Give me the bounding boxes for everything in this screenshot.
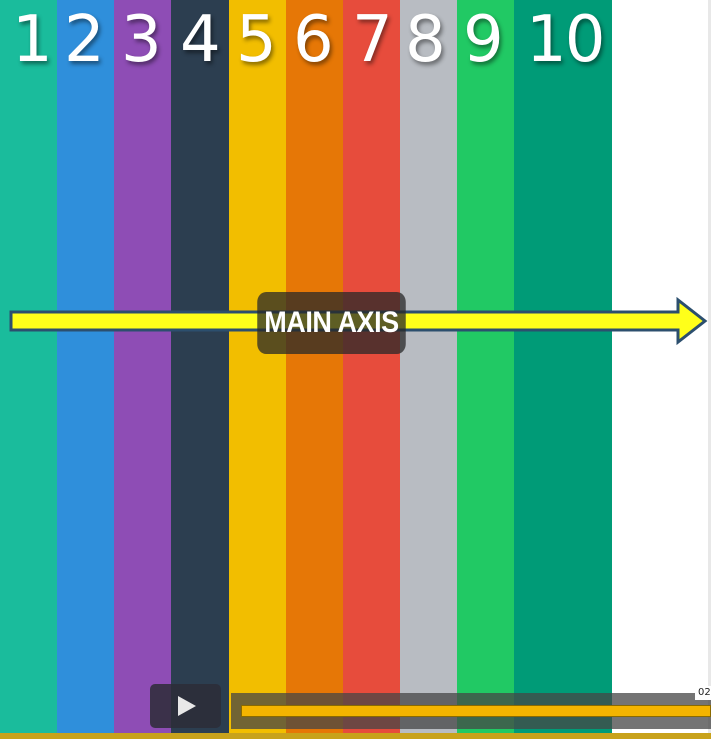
flex-item-1 xyxy=(0,0,57,733)
flex-item-6 xyxy=(286,0,343,733)
flex-item-number: 8 xyxy=(405,3,446,77)
flex-item-number: 1 xyxy=(12,3,53,77)
main-axis-label: MAIN AXIS xyxy=(257,292,406,354)
flex-item-number: 3 xyxy=(121,3,162,77)
flex-item-number: 7 xyxy=(352,3,393,77)
flex-item-9 xyxy=(457,0,514,733)
video-progress-bar[interactable] xyxy=(231,693,711,729)
flex-item-number: 4 xyxy=(180,3,221,77)
flex-item-number: 2 xyxy=(64,3,105,77)
progress-track[interactable] xyxy=(241,705,711,717)
bottom-strip xyxy=(0,733,711,739)
flex-item-2 xyxy=(57,0,114,733)
play-button[interactable] xyxy=(150,684,221,728)
flex-item-5 xyxy=(229,0,286,733)
flex-item-number: 9 xyxy=(463,3,504,77)
flex-item-8 xyxy=(400,0,457,733)
flex-item-4 xyxy=(171,0,229,733)
flex-item-number: 10 xyxy=(526,3,605,77)
flex-item-7 xyxy=(343,0,400,733)
flex-item-10 xyxy=(514,0,612,733)
time-tooltip: 02 xyxy=(695,686,711,700)
play-icon xyxy=(177,696,196,716)
flex-item-number: 5 xyxy=(236,3,277,77)
frame-edge xyxy=(708,0,711,733)
flex-item-number: 6 xyxy=(293,3,334,77)
flex-item-3 xyxy=(114,0,171,733)
